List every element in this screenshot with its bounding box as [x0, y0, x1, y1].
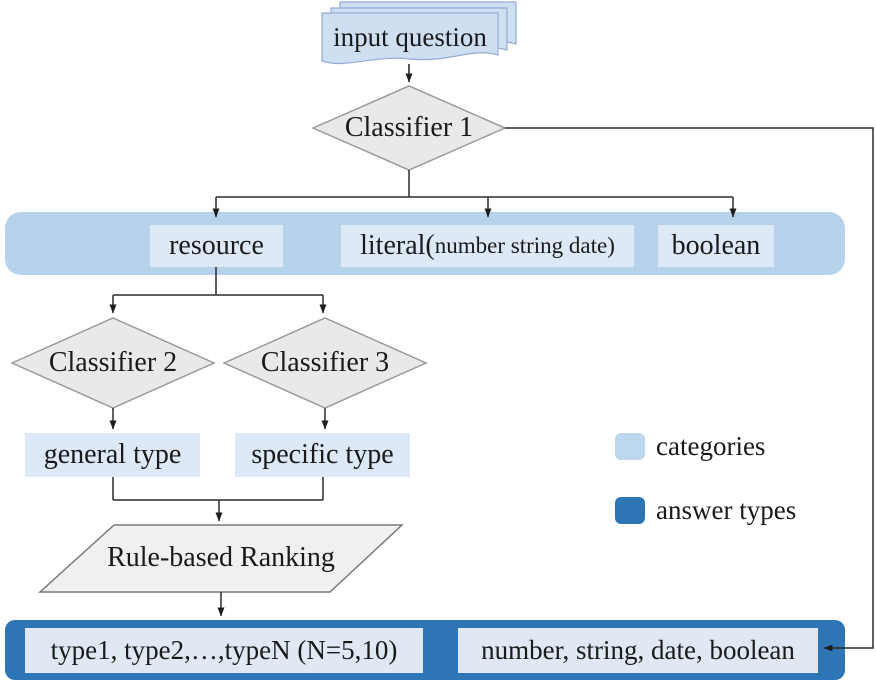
ranking-parallelogram [38, 524, 404, 593]
specific-type-label: specific type [251, 439, 394, 470]
resource-node: resource [150, 225, 283, 267]
classifier2-diamond [10, 317, 216, 409]
input-question-label: input question [333, 21, 487, 52]
boolean-label: boolean [671, 230, 761, 261]
classifier2-label: Classifier 2 [48, 347, 178, 378]
legend-categories-swatch [615, 433, 645, 460]
resource-label: resource [169, 230, 264, 261]
legend-answer-types-swatch [615, 497, 645, 524]
general-type-label: general type [43, 439, 182, 470]
document-stack-icon [321, 1, 517, 65]
general-type-node: general type [25, 433, 200, 477]
legend-categories-label: categories [656, 431, 766, 461]
classifier3-diamond [222, 317, 428, 409]
literal-node: literal(number string date) [341, 225, 634, 267]
specific-type-node: specific type [235, 433, 410, 477]
classifier1-label: Classifier 1 [344, 112, 474, 143]
literal-answers-output: number, string, date, boolean [458, 628, 818, 673]
legend-answer-types-label: answer types [656, 495, 797, 525]
classifier3-label: Classifier 3 [260, 347, 390, 378]
ranked-types-output: type1, type2,…,typeN (N=5,10) [25, 628, 423, 673]
ranked-types-label: type1, type2,…,typeN (N=5,10) [50, 635, 398, 665]
literal-label-prefix: literal( [360, 230, 435, 261]
literal-label-detail: number string date) [434, 233, 615, 258]
literal-answers-label: number, string, date, boolean [481, 635, 795, 665]
boolean-node: boolean [658, 225, 774, 267]
ranking-label: Rule-based Ranking [107, 542, 335, 573]
